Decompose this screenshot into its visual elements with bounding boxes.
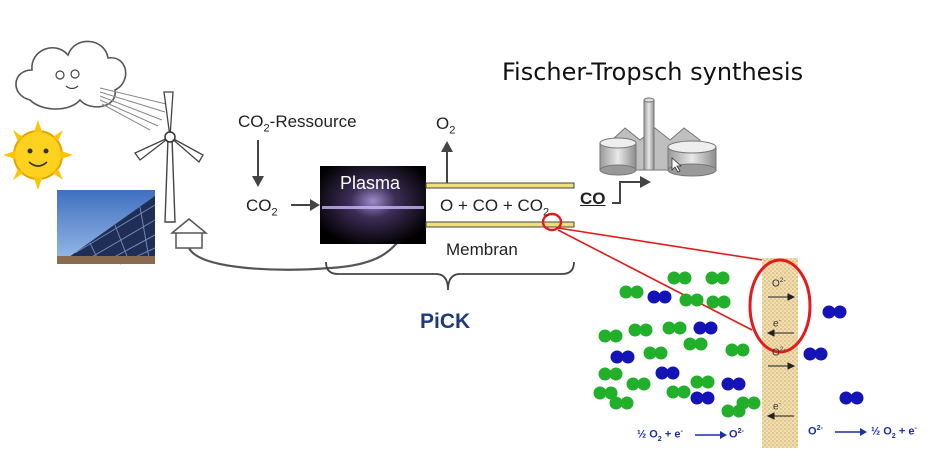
- charge-transfer-arrows: [766, 293, 796, 420]
- left-equation-rhs: O2-: [729, 427, 744, 441]
- right-equation-lhs: O2-: [808, 424, 823, 438]
- sun-icon: [3, 120, 73, 190]
- plasma-reactor: [320, 166, 426, 244]
- ion-label-bottom: O2-: [772, 346, 786, 359]
- diagram-title: Fischer-Tropsch synthesis: [502, 58, 804, 86]
- zoom-line-top: [557, 227, 776, 263]
- membrane-tube-bottom: [425, 221, 575, 228]
- plasma-beam: [322, 206, 424, 209]
- co-to-factory-arrow: [612, 176, 651, 204]
- electron-label-bottom: e-: [773, 400, 781, 413]
- electron-label-top: e-: [773, 317, 781, 330]
- wind-cloud-icon: [15, 40, 167, 131]
- zoom-line-bottom: [557, 229, 753, 331]
- factory-icon: [599, 97, 717, 177]
- o2-output-label: O2: [436, 114, 456, 137]
- co2-input-label: CO2: [246, 196, 278, 219]
- membrane-tube-top: [425, 182, 575, 189]
- left-equation-lhs: ½ O2 + e-: [637, 427, 683, 443]
- zoom-detail-circle: [748, 258, 812, 354]
- co2-to-plasma-arrow: [291, 199, 320, 211]
- equation-arrows: [695, 428, 867, 439]
- house-icon: [169, 218, 209, 249]
- zoom-source-circle: [541, 212, 563, 232]
- co2-resource-label: CO2-Ressource: [238, 112, 357, 135]
- project-label: PiCK: [420, 310, 471, 333]
- reaction-label: O + CO + CO2: [440, 196, 550, 219]
- ion-label-top: O2-: [772, 277, 786, 290]
- pick-brace: [325, 261, 575, 291]
- solar-panel-icon: [57, 190, 156, 265]
- co-product-label: CO: [580, 189, 606, 208]
- wind-turbine-icon: [134, 91, 204, 223]
- membrane-label: Membran: [446, 240, 518, 259]
- o2-output-arrow: [441, 141, 453, 183]
- plasma-label: Plasma: [340, 173, 401, 193]
- molecule-cloud: [593, 271, 864, 418]
- co2-resource-arrow: [252, 140, 264, 187]
- right-equation-rhs: ½ O2 + e-: [871, 424, 917, 440]
- power-cable: [188, 239, 401, 271]
